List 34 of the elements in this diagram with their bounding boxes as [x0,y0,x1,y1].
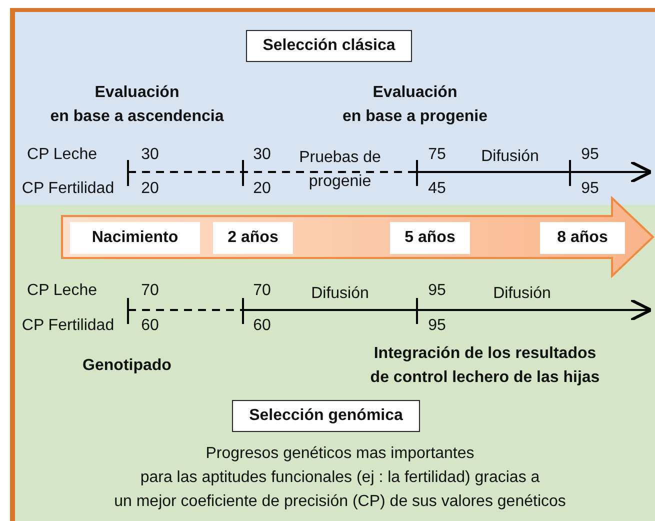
description-text: Progresos genéticos mas importantes para las aptitudes funcionales (ej : la fertilidad) gracias a un mejor coeficiente de precisión (CP) de sus valores genéticos [114,444,566,512]
time-label: 2 años [213,222,293,254]
value-label: 20 [253,179,271,199]
time-label: 5 años [390,222,470,254]
row-label: CP Fertilidad [22,179,114,199]
section-heading: Integración de los resultados de control lechero de las hijas [370,344,600,388]
value-label: 95 [581,179,599,199]
phase-label: Difusión [493,284,551,304]
time-label: 8 años [540,222,625,254]
heading-box: Selección clásica [246,30,412,62]
value-label: 30 [141,145,159,165]
value-label: 45 [428,179,446,199]
value-label: 75 [428,145,446,165]
value-label: 95 [428,316,446,336]
section-heading: Evaluación en base a ascendencia [50,83,224,127]
value-label: 60 [253,316,271,336]
row-label: CP Leche [27,281,97,301]
section-heading: Genotipado [82,356,172,376]
row-label: CP Leche [27,145,97,165]
time-label: Nacimiento [70,222,200,254]
row-label: CP Fertilidad [22,316,114,336]
value-label: 30 [253,145,271,165]
value-label: 60 [141,316,159,336]
value-label: 20 [141,179,159,199]
timeline-band-arrow [60,196,655,278]
phase-label: Difusión [481,147,539,167]
phase-label: Difusión [311,284,369,304]
phase-label: Pruebas de progenie [299,148,381,192]
value-label: 70 [253,281,271,301]
value-label: 95 [581,145,599,165]
heading-box: Selección genómica [232,400,420,432]
value-label: 95 [428,281,446,301]
section-heading: Evaluación en base a progenie [342,83,488,127]
value-label: 70 [141,281,159,301]
